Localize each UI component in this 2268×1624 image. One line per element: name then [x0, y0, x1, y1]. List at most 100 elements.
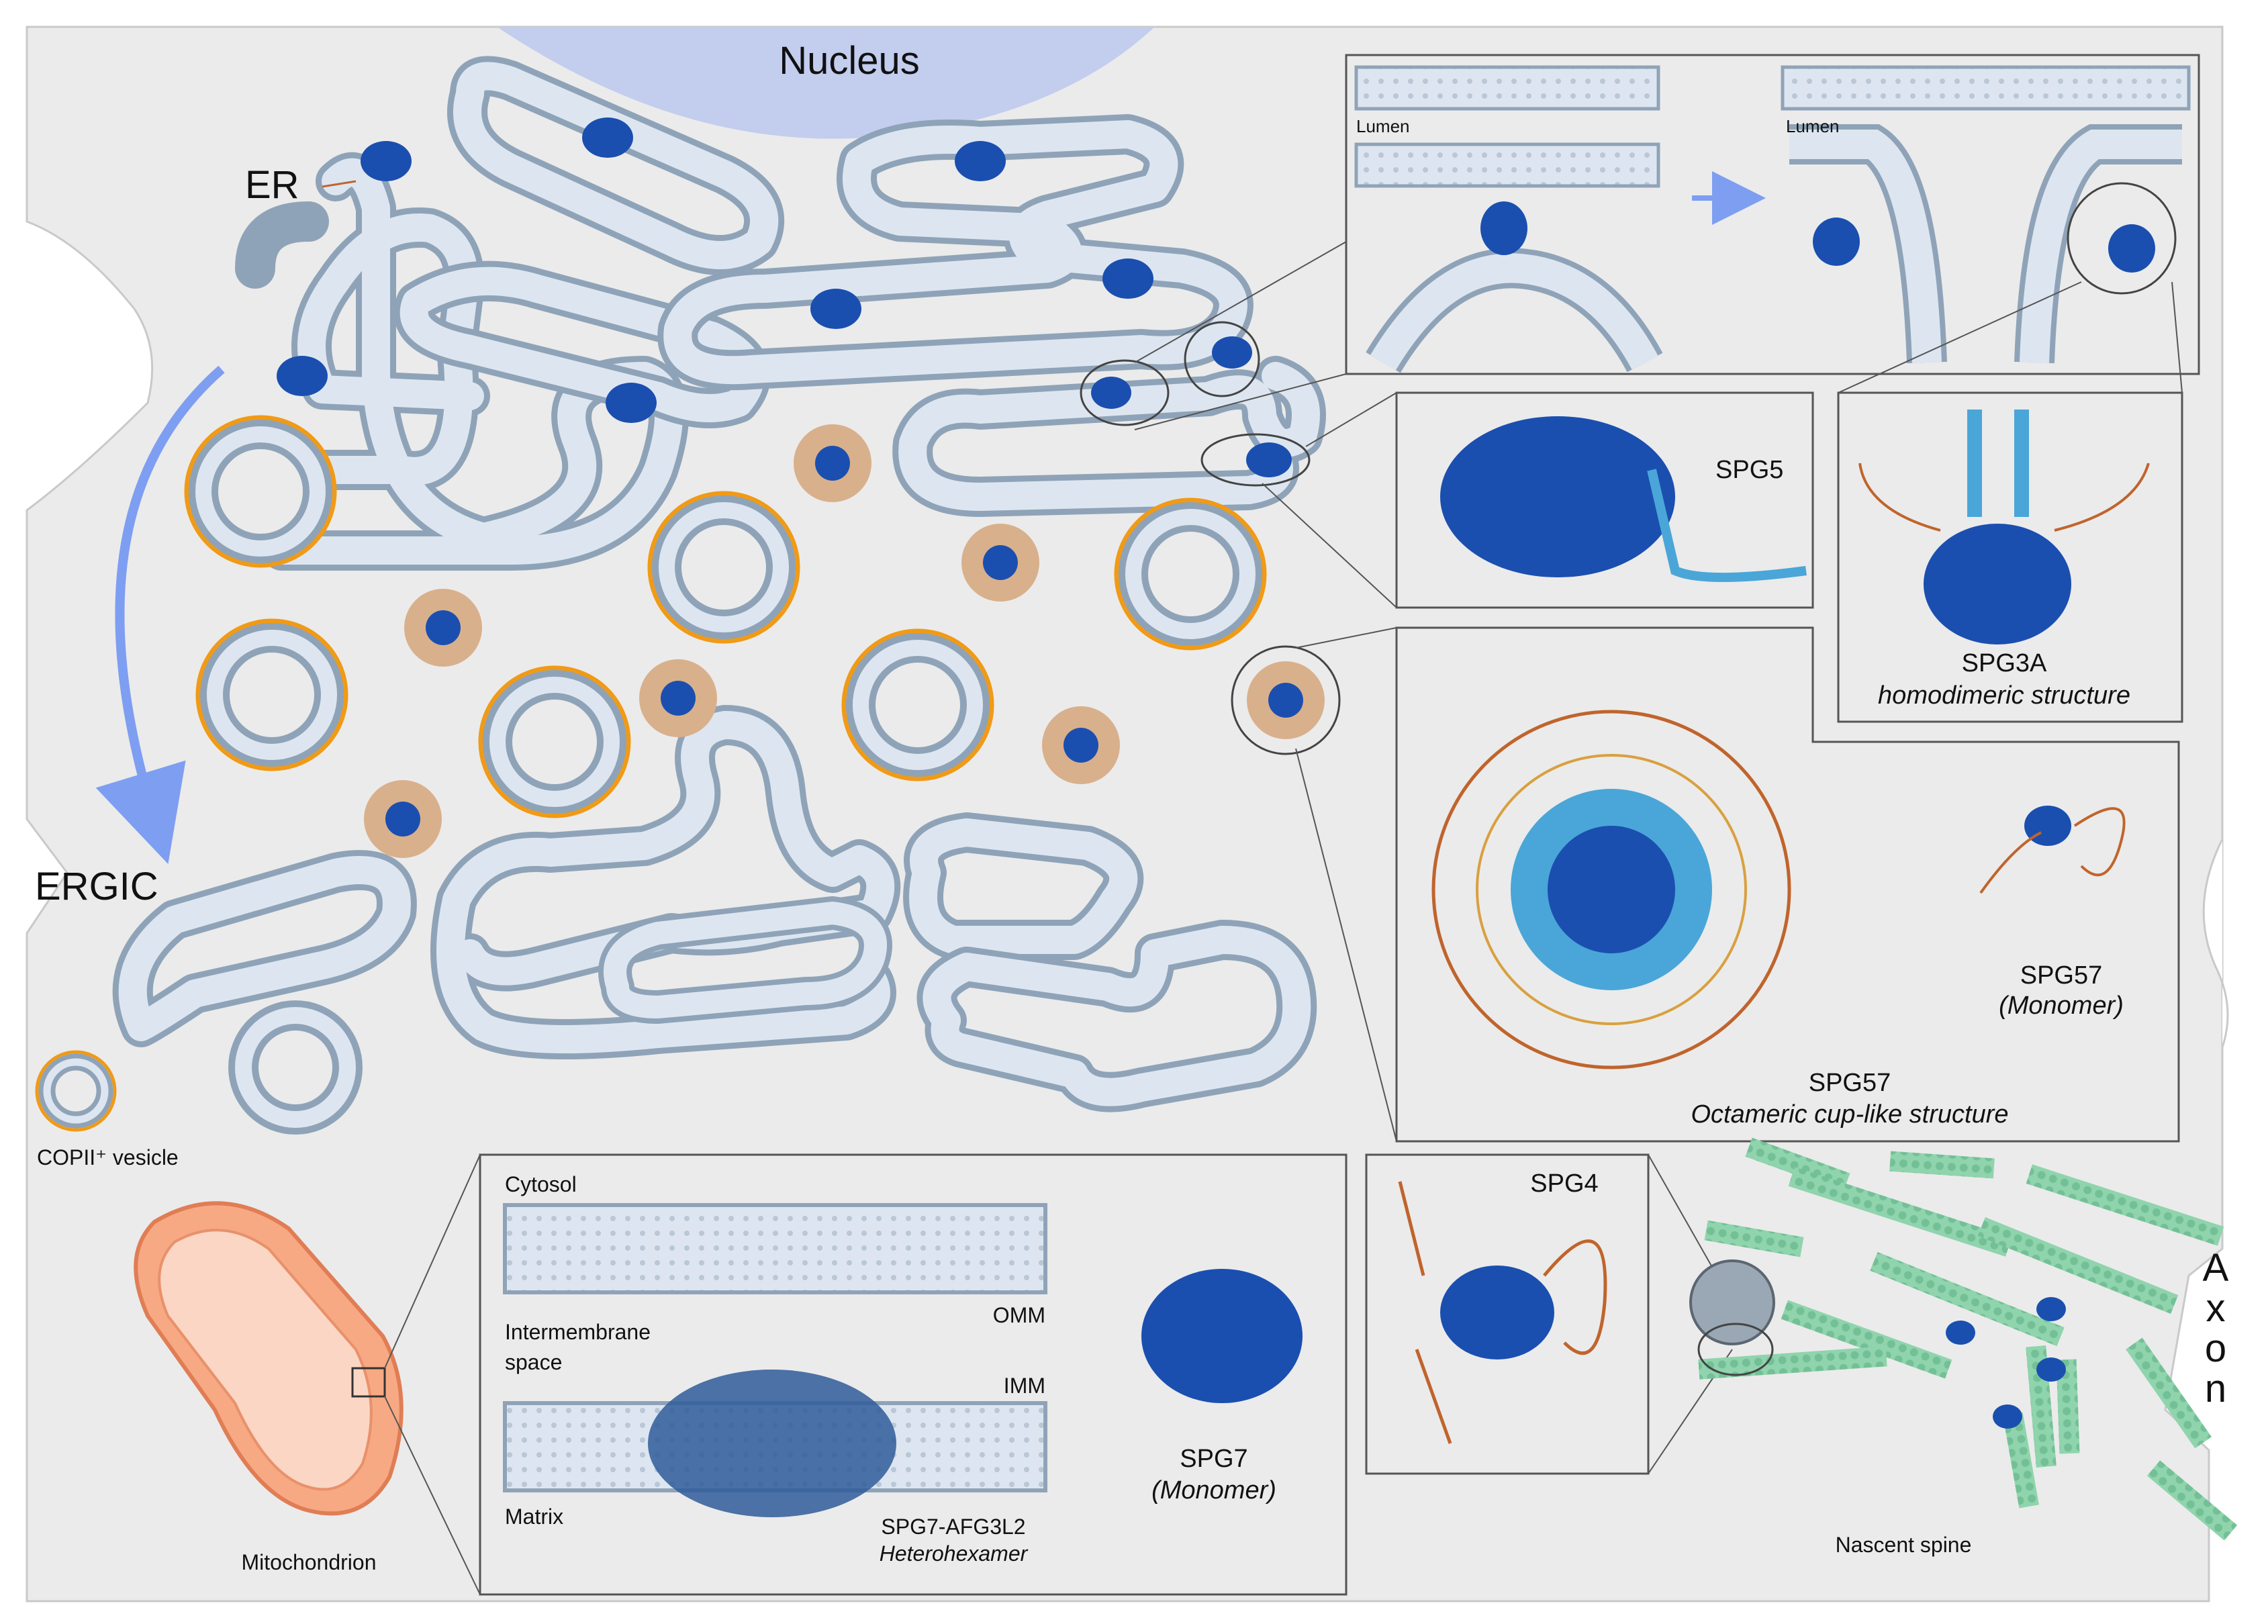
- copii-vesicle: [195, 618, 348, 771]
- spg57-octamer: [1431, 710, 1791, 1069]
- detail-circle: [2067, 182, 2177, 295]
- spastin-complex: [1689, 1259, 1775, 1345]
- protein-marker: [322, 141, 412, 188]
- microtubule: [1889, 1151, 1995, 1179]
- microtubule: [2146, 1460, 2238, 1541]
- spg4-structure: [1440, 1265, 1554, 1359]
- cytosol-label: Cytosol: [505, 1172, 577, 1196]
- lumen-label-right: Lumen: [1786, 116, 1840, 136]
- rosette: [364, 780, 442, 858]
- omm-label: OMM: [993, 1303, 1045, 1327]
- er-label: ER: [245, 163, 299, 207]
- protein-marker: [1102, 258, 1153, 299]
- rosette: [961, 524, 1039, 602]
- spg7-subtitle: (Monomer): [1151, 1476, 1276, 1504]
- copii-legend: COPII⁺ vesicle: [35, 1050, 179, 1169]
- spg5-helix: [1647, 469, 1807, 582]
- protein-marker: [1212, 336, 1252, 369]
- copii-vesicle: [841, 628, 994, 781]
- spg57-monomer-title: SPG57: [2020, 961, 2103, 990]
- microtubule: [1788, 1167, 2012, 1257]
- imm-label: IMM: [1004, 1374, 1045, 1398]
- copii-vesicle: [1114, 497, 1267, 651]
- protein-marker: [582, 117, 633, 158]
- spg7-title: SPG7: [1180, 1445, 1247, 1473]
- nucleus: [497, 27, 1155, 139]
- protein-marker: [277, 356, 328, 396]
- axon-letter: o: [2205, 1327, 2226, 1370]
- spg3a-subtitle: homodimeric structure: [1878, 681, 2130, 710]
- protein-marker: [606, 383, 657, 423]
- spg3a-title: SPG3A: [1962, 649, 2047, 677]
- inset-er-fusion: Lumen Lumen: [1134, 54, 2200, 430]
- er-proteins: [277, 117, 1292, 477]
- copii-vesicle: [478, 665, 631, 818]
- microtubule: [1698, 1346, 1887, 1380]
- er-network: [233, 56, 1326, 571]
- lumen-label-left: Lumen: [1356, 116, 1410, 136]
- cell-notch-right: [2202, 839, 2229, 1048]
- microtubule: [2026, 1164, 2224, 1246]
- rosette: [1247, 661, 1325, 739]
- inset-spg3a: SPG3A homodimeric structure: [1837, 281, 2183, 723]
- protein-marker: [1246, 442, 1292, 477]
- heterohexamer-subtitle: Heterohexamer: [880, 1541, 1029, 1566]
- spg3a-left: [1813, 218, 1860, 266]
- microtubule: [1781, 1300, 1952, 1379]
- spg57-monomer-subtitle: (Monomer): [1999, 992, 2124, 1020]
- microtubule: [2026, 1345, 2057, 1468]
- nascent-spine-label: Nascent spine: [1836, 1533, 1972, 1557]
- microtubule: [2126, 1337, 2212, 1449]
- rosette: [1042, 706, 1120, 784]
- copii-vesicle: [647, 491, 800, 644]
- copii-legend-label: COPII⁺ vesicle: [37, 1145, 179, 1169]
- spg3a-tether: [1480, 201, 1527, 255]
- heterohexamer-structure: [648, 1370, 896, 1517]
- spg4-title: SPG4: [1530, 1169, 1598, 1198]
- rosette: [404, 589, 482, 667]
- protein-marker: [1091, 377, 1131, 409]
- er-to-ergic-arrow: [95, 365, 225, 864]
- copii-vesicles: [184, 415, 1267, 818]
- nucleus-label: Nucleus: [779, 39, 920, 83]
- spg3a-right: [2108, 224, 2155, 273]
- microtubules: [1698, 1137, 2238, 1541]
- matrix-label: Matrix: [505, 1504, 563, 1529]
- axon-letter: n: [2205, 1367, 2226, 1411]
- spg57-monomer: [1979, 806, 2126, 894]
- ergic-network: [112, 705, 1317, 1112]
- heterohexamer-title: SPG7-AFG3L2: [881, 1515, 1025, 1539]
- protein-marker: [810, 289, 861, 329]
- er-highlight-circles: [1080, 321, 1341, 755]
- spg7-monomer-structure: [1141, 1269, 1303, 1403]
- copii-vesicle: [184, 415, 337, 568]
- microtubule: [2056, 1359, 2080, 1454]
- microtubule: [1977, 1217, 2179, 1314]
- spg57-octamer-title: SPG57: [1809, 1069, 1891, 1097]
- mitochondrion-label: Mitochondrion: [242, 1550, 377, 1574]
- microtubule: [1704, 1220, 1804, 1257]
- microtubule: [1870, 1251, 2065, 1347]
- axon-letter: x: [2206, 1286, 2226, 1330]
- rosette: [639, 659, 717, 737]
- protein-marker: [955, 141, 1006, 181]
- inset-mito-membranes: Cytosol Intermembrane space OMM IMM Matr…: [384, 1153, 1348, 1596]
- spg5-structure: [1440, 416, 1675, 577]
- omm-bilayer: [503, 1203, 1047, 1294]
- spg3a-structure: [1858, 410, 2150, 644]
- inset-spg57: SPG57 (Monomer) SPG57 Octameric cup-like…: [1295, 626, 2180, 1143]
- ergic-vesicle: [228, 1000, 363, 1135]
- spg57-rosettes: [364, 424, 1325, 858]
- mito-zoom-box: [351, 1367, 386, 1398]
- axon-label: A x o n: [2203, 1246, 2229, 1411]
- spg4-highlight-circle: [1697, 1323, 1774, 1376]
- inset-spg5: SPG5: [1262, 391, 1814, 609]
- spg57-octamer-subtitle: Octameric cup-like structure: [1691, 1100, 2008, 1129]
- ergic-label: ERGIC: [35, 865, 158, 908]
- axon-letter: A: [2203, 1246, 2229, 1290]
- intermembrane-label-1: Intermembrane: [505, 1320, 651, 1344]
- membrane-bilayer: [1354, 65, 2191, 188]
- inset-spg4: SPG4: [1365, 1153, 1733, 1475]
